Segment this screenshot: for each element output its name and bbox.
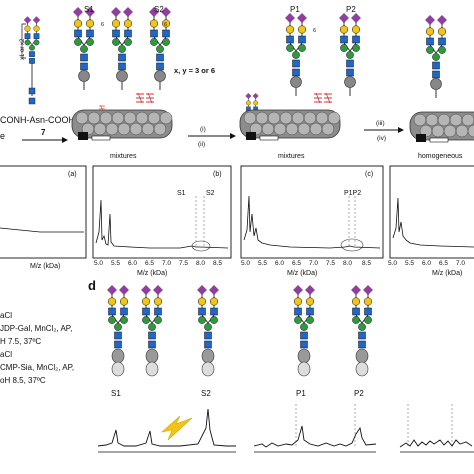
ms-trace-3 bbox=[399, 404, 474, 453]
start-label-partial: e bbox=[0, 131, 5, 141]
spectrum-panel-b: (b) S1 S2 5.0 5.5 6.0 6.5 7.0 7.5 8.0 8.… bbox=[92, 165, 232, 277]
reagent-number: 7 bbox=[41, 128, 46, 137]
tick-d-0: 5.0 bbox=[388, 260, 397, 267]
label-p2-top: P2 bbox=[346, 5, 356, 14]
ms-glycan-structures bbox=[107, 285, 373, 376]
label-s1-d: S1 bbox=[111, 389, 121, 398]
condition-line-1: aCl bbox=[0, 311, 12, 320]
xy-text: x, y = 3 or 6 bbox=[174, 66, 215, 75]
tick-c-2: 6.0 bbox=[275, 260, 284, 267]
condition-line-3: H 7.5, 37ºC bbox=[0, 337, 41, 346]
sugar-number-1: 6 bbox=[101, 22, 104, 28]
label-p1-top: P1 bbox=[290, 5, 300, 14]
tick-c-3: 6.5 bbox=[292, 260, 301, 267]
panel-b-peak-s1: S1 bbox=[177, 190, 186, 197]
reaction-arrow-1 bbox=[22, 137, 68, 143]
tick-b-5: 7.5 bbox=[179, 260, 188, 267]
condition-line-4: aCl bbox=[0, 350, 12, 359]
homogeneous-label: homogeneous bbox=[418, 153, 463, 160]
bead-assembly-3 bbox=[409, 15, 474, 143]
tick-b-1: 5.5 bbox=[111, 260, 120, 267]
panel-c-peaks: P1P2 bbox=[344, 190, 361, 197]
label-p2-d: P2 bbox=[354, 389, 364, 398]
tick-b-4: 7.0 bbox=[162, 260, 171, 267]
tick-b-2: 6.0 bbox=[128, 260, 137, 267]
tick-d-4: 7.0 bbox=[456, 260, 465, 267]
tick-d-2: 6.0 bbox=[422, 260, 431, 267]
ms-trace-1 bbox=[97, 408, 236, 453]
mixtures-label-2: mixtures bbox=[278, 153, 305, 160]
tick-c-4: 7.0 bbox=[309, 260, 318, 267]
panel-b-peak-s2: S2 bbox=[206, 190, 215, 197]
step-ii: (ii) bbox=[198, 141, 205, 148]
panel-d-top-axis: M/z (kDa) bbox=[432, 270, 462, 277]
step-iii: (iii) bbox=[376, 120, 385, 127]
spectrum-panel-d-top: 5.0 5.5 6.0 6.5 7.0 M/z (kDa) bbox=[388, 165, 474, 277]
conditions-list: aCl JDP-Gal, MnCl₂, AP, H 7.5, 37ºC aCl … bbox=[0, 311, 74, 385]
step-iv: (iv) bbox=[377, 135, 386, 142]
tick-d-1: 5.5 bbox=[405, 260, 414, 267]
sugar-number-2: 6 bbox=[164, 22, 167, 28]
panel-b-axis: M/z (kDa) bbox=[137, 270, 167, 277]
panel-a-label: (a) bbox=[68, 171, 77, 178]
mixtures-label-1: mixtures bbox=[110, 153, 137, 160]
tick-c-5: 7.5 bbox=[326, 260, 335, 267]
tick-d-3: 6.5 bbox=[439, 260, 448, 267]
sugar-number-3: 6 bbox=[313, 28, 316, 34]
reaction-arrow-2 bbox=[188, 133, 236, 139]
tick-c-0: 5.0 bbox=[241, 260, 250, 267]
panel-c-axis: M/z (kDa) bbox=[287, 270, 317, 277]
lightning-icon bbox=[160, 415, 193, 441]
panel-c-label: (c) bbox=[365, 171, 373, 178]
tick-c-6: 8.0 bbox=[343, 260, 352, 267]
label-s1-top: S1 bbox=[84, 5, 94, 14]
label-s2-top: S2 bbox=[154, 5, 164, 14]
condition-line-2: JDP-Gal, MnCl₂, AP, bbox=[0, 324, 72, 333]
label-p1-d: P1 bbox=[296, 389, 306, 398]
condition-line-6: oH 8.5, 37ºC bbox=[0, 376, 46, 385]
bead-assembly-1 bbox=[71, 7, 173, 141]
ms-trace-2 bbox=[253, 404, 377, 453]
tick-b-6: 8.0 bbox=[196, 260, 205, 267]
panel-b-label: (b) bbox=[213, 171, 222, 178]
reaction-arrow-3 bbox=[364, 127, 404, 133]
condition-line-5: CMP-Sia, MnCl₂, AP, bbox=[0, 363, 74, 372]
label-s2-d: S2 bbox=[201, 389, 211, 398]
spectrum-panel-c: (c) P1P2 5.0 5.5 6.0 6.5 7.0 7.5 8.0 8.5… bbox=[240, 165, 384, 277]
tick-b-0: 5.0 bbox=[94, 260, 103, 267]
bead-assembly-2 bbox=[239, 13, 361, 141]
linker-text: CONH-Asn-COOH bbox=[0, 115, 75, 125]
tick-c-7: 8.5 bbox=[362, 260, 371, 267]
tick-b-3: 6.5 bbox=[145, 260, 154, 267]
spectrum-panel-a: (a) M/z (kDa) bbox=[0, 165, 87, 270]
panel-d-letter: d bbox=[88, 278, 96, 293]
step-i: (i) bbox=[200, 126, 206, 133]
tick-b-7: 8.5 bbox=[213, 260, 222, 267]
repeat-label: x1 or x2 bbox=[20, 38, 26, 60]
reagent-structure: x1 or x2 bbox=[20, 16, 40, 105]
tick-c-1: 5.5 bbox=[258, 260, 267, 267]
panel-a-axis: M/z (kDa) bbox=[30, 263, 60, 270]
